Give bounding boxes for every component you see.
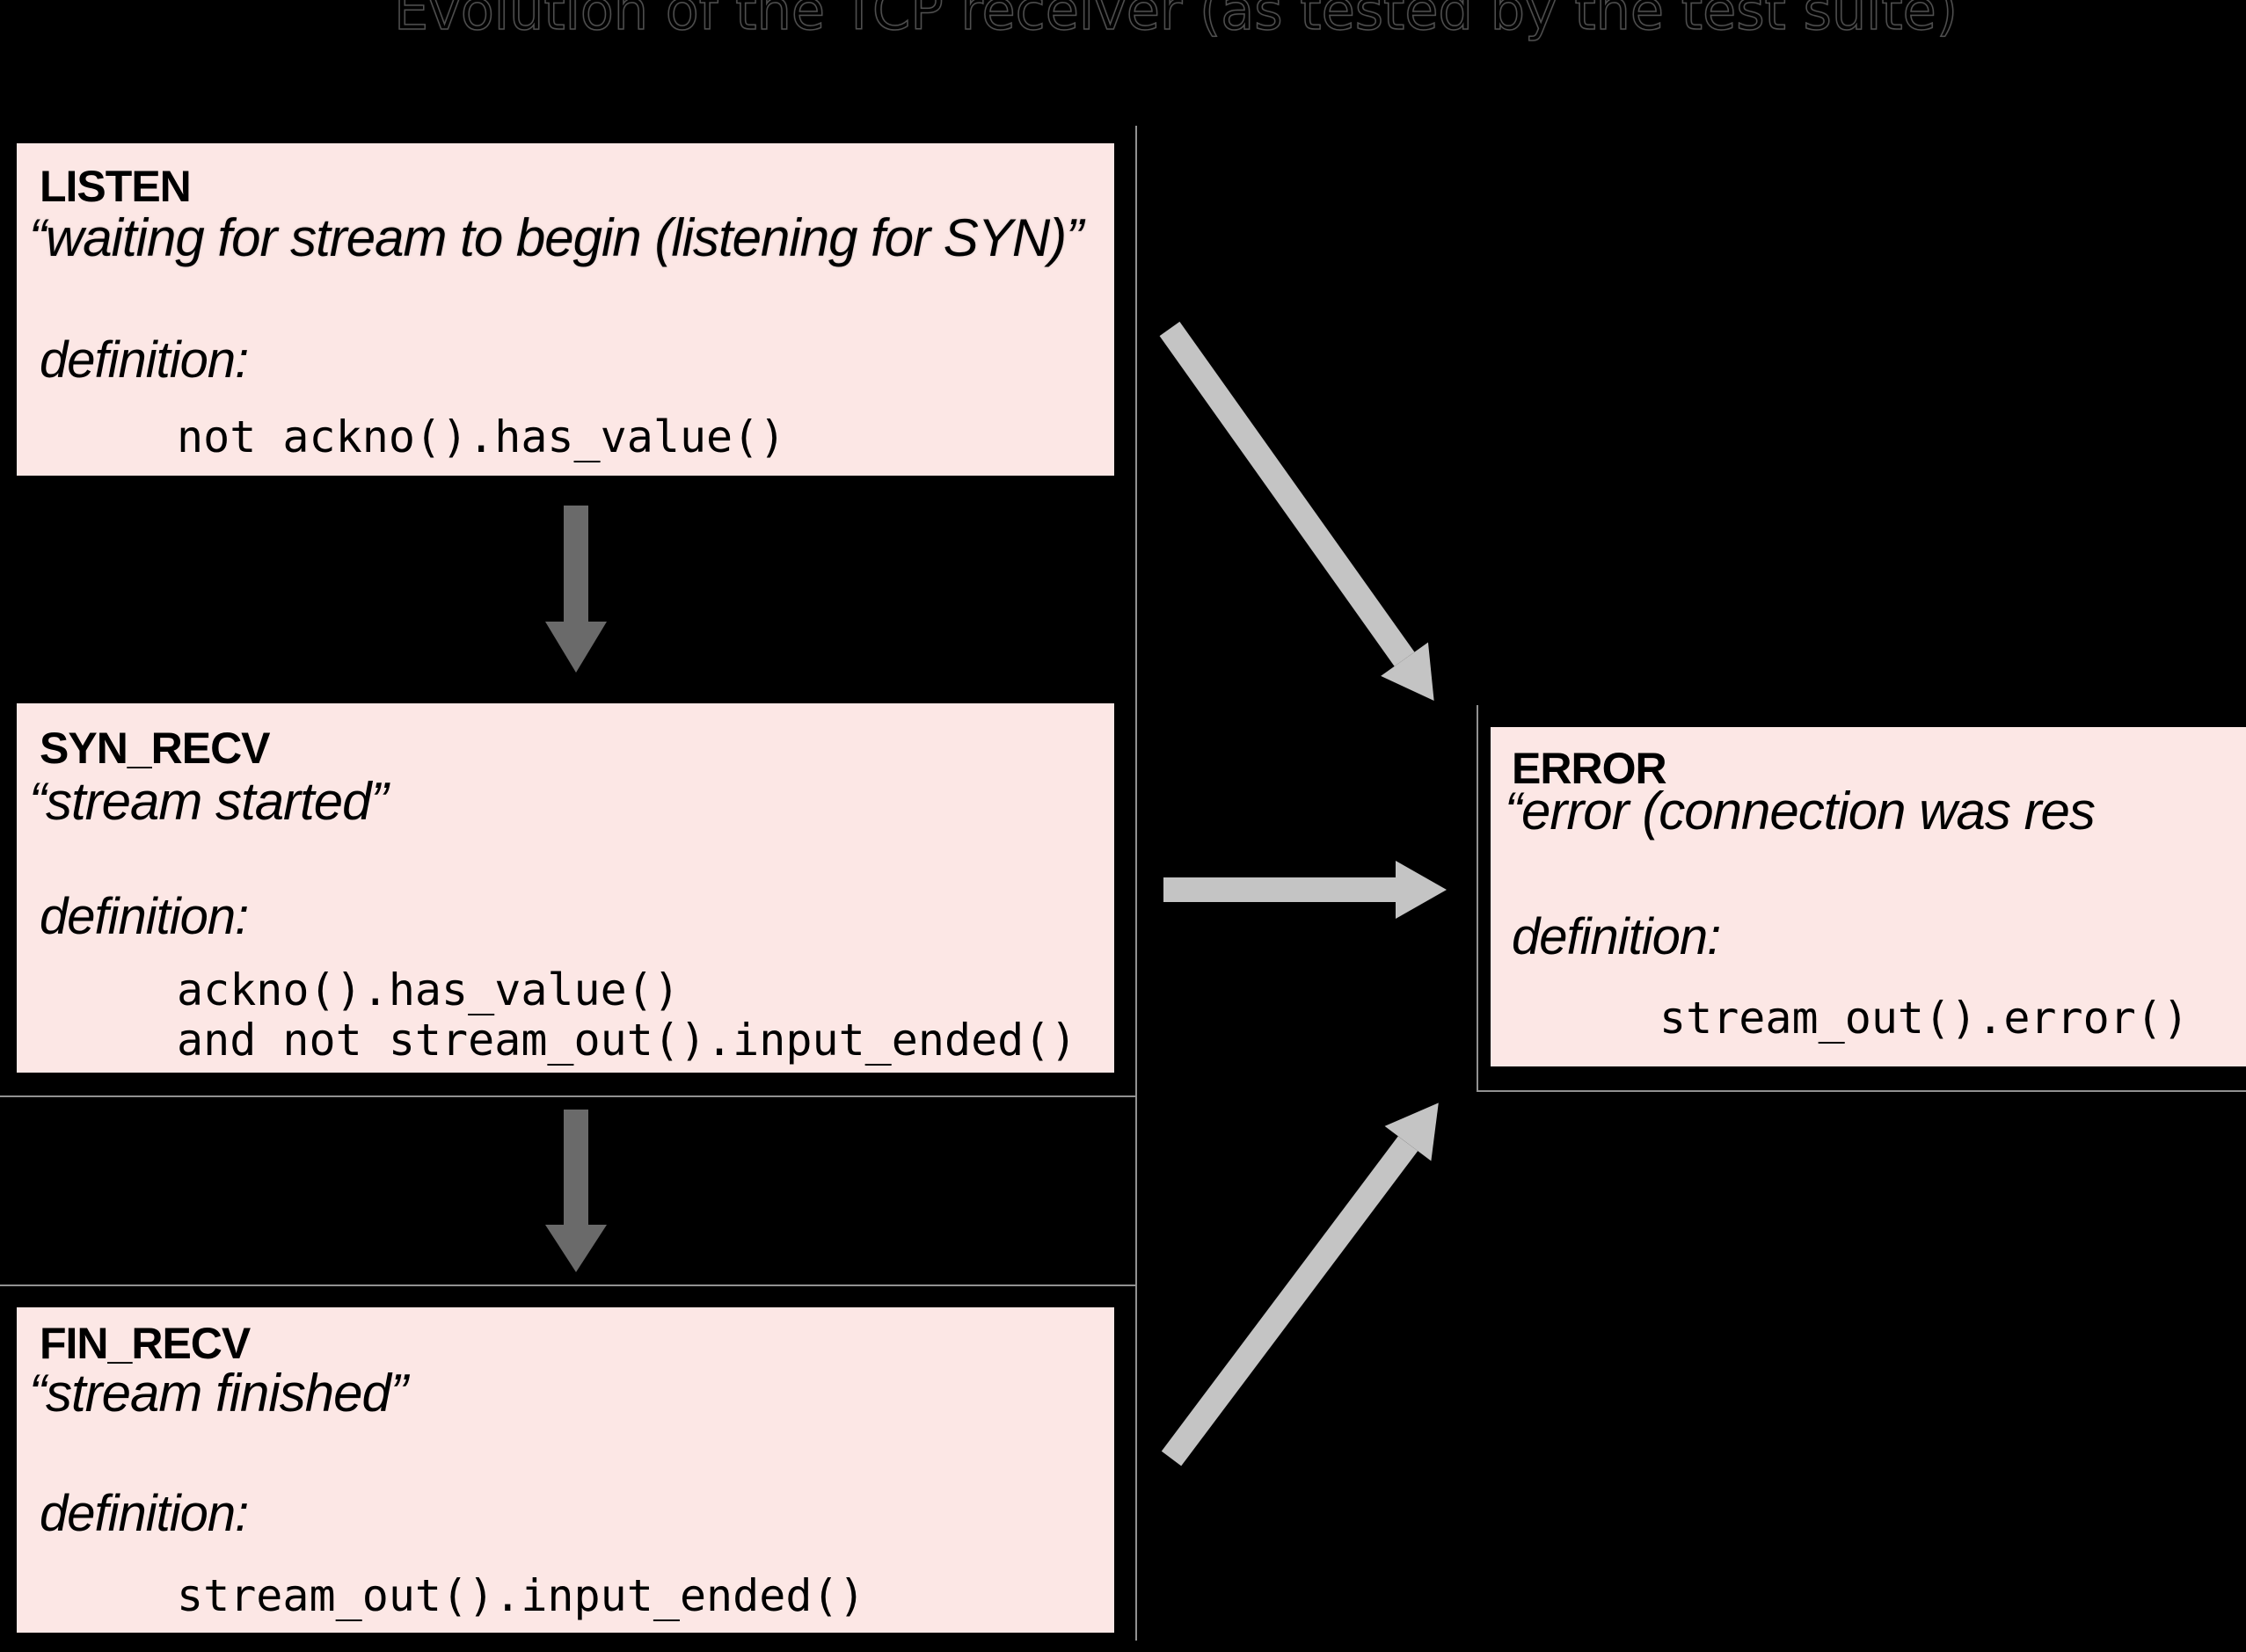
definition-label-syn-recv: definition: xyxy=(40,888,249,945)
arrow-syn-recv-to-error xyxy=(1163,861,1447,919)
code-line: and not stream_out().input_ended() xyxy=(177,1015,1077,1066)
arrow-shaft xyxy=(1163,877,1396,902)
error-frame-left-line xyxy=(1477,705,1478,1092)
row-divider-line-1 xyxy=(0,1095,1136,1097)
definition-code-fin-recv: stream_out().input_ended() xyxy=(177,1570,865,1621)
error-frame-bottom-line xyxy=(1477,1090,2246,1092)
arrow-listen-to-error xyxy=(1146,312,1458,718)
arrow-syn-recv-to-fin-recv xyxy=(545,1110,607,1272)
arrow-shaft xyxy=(564,1110,588,1225)
state-name-fin-recv: FIN_RECV xyxy=(40,1319,251,1368)
state-name-syn-recv: SYN_RECV xyxy=(40,724,271,773)
state-quote-fin-recv: “stream finished” xyxy=(29,1364,408,1423)
state-quote-listen: “waiting for stream to begin (listening … xyxy=(29,208,1083,267)
arrow-head-icon xyxy=(545,1225,607,1272)
definition-label-listen: definition: xyxy=(40,331,249,389)
arrow-listen-to-syn-recv xyxy=(545,506,607,673)
state-name-error: ERROR xyxy=(1512,744,1667,793)
definition-code-error: stream_out().error() xyxy=(1659,993,2190,1044)
arrow-shaft xyxy=(1159,321,1415,666)
arrow-head-icon xyxy=(1396,861,1447,919)
state-box-fin-recv: FIN_RECV “stream finished” definition: s… xyxy=(12,1303,1119,1637)
state-box-listen: LISTEN “waiting for stream to begin (lis… xyxy=(12,139,1119,480)
state-quote-syn-recv: “stream started” xyxy=(29,772,388,831)
code-line: ackno().has_value() xyxy=(177,964,680,1015)
arrow-shaft xyxy=(1161,1136,1418,1466)
definition-code-syn-recv: ackno().has_value() and not stream_out()… xyxy=(177,965,1077,1066)
arrow-fin-recv-to-error xyxy=(1149,1085,1462,1476)
column-divider-line xyxy=(1135,126,1137,1641)
diagram-title: Evolution of the TCP receiver (as tested… xyxy=(393,0,1958,42)
definition-label-error: definition: xyxy=(1512,908,1721,965)
definition-label-fin-recv: definition: xyxy=(40,1485,249,1542)
arrow-shaft xyxy=(564,506,588,622)
arrow-head-icon xyxy=(545,622,607,673)
state-box-syn-recv: SYN_RECV “stream started” definition: ac… xyxy=(12,699,1119,1077)
state-name-listen: LISTEN xyxy=(40,162,192,211)
state-quote-error: “error (connection was res xyxy=(1505,782,2096,841)
state-box-error: ERROR “error (connection was res definit… xyxy=(1486,723,2246,1071)
row-divider-line-2 xyxy=(0,1284,1136,1286)
definition-code-listen: not ackno().has_value() xyxy=(177,411,786,462)
